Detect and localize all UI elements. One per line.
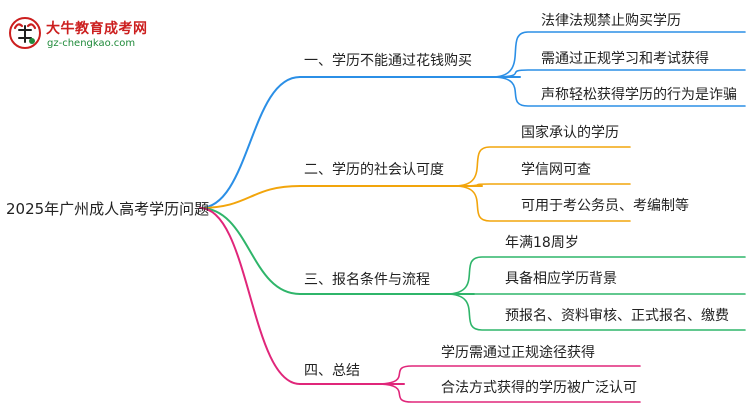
branch-1-leaf-3-line <box>491 76 746 107</box>
branch-1-leaf-1-line <box>491 31 746 78</box>
branch-1-curve <box>199 76 301 209</box>
branch-4-leaf-2: 合法方式获得的学历被广泛认可 <box>441 380 637 396</box>
branch-2-leaf-2-line <box>453 183 631 187</box>
branch-4-label: 四、总结 <box>304 363 360 379</box>
bull-logo-icon <box>9 17 41 49</box>
branch-2-leaf-3-line <box>453 185 631 222</box>
branch-3-leaf-2: 具备相应学历背景 <box>505 271 617 287</box>
logo-url: gz-chengkao.com <box>47 38 136 49</box>
branch-3-leaf-3-line <box>445 293 746 331</box>
branch-2-label: 二、学历的社会认可度 <box>304 162 444 178</box>
branch-1-leaf-2: 需通过正规学习和考试获得 <box>541 51 709 67</box>
branch-3-label: 三、报名条件与流程 <box>304 272 430 288</box>
branch-2-leaf-1-line <box>453 146 631 187</box>
branch-2-leaf-3: 可用于考公务员、考编制等 <box>521 198 689 214</box>
branch-1-leaf-1: 法律法规禁止购买学历 <box>541 13 681 29</box>
branch-1-leaf-3: 声称轻松获得学历的行为是诈骗 <box>541 87 737 103</box>
branch-4-leaf-1: 学历需通过正规途径获得 <box>441 345 595 361</box>
branch-2-leaf-1: 国家承认的学历 <box>521 125 619 141</box>
logo-title: 大牛教育成考网 <box>46 21 148 37</box>
branch-2-leaf-2: 学信网可查 <box>521 162 591 178</box>
branch-4-curve <box>199 207 301 385</box>
branch-1-leaf-2-line <box>491 69 746 78</box>
branch-4-leaf-2-line <box>375 383 641 403</box>
branch-1-label: 一、学历不能通过花钱购买 <box>304 53 472 69</box>
branch-3-leaf-1-line <box>445 256 746 295</box>
branch-3-curve <box>199 207 301 295</box>
branch-3-leaf-3: 预报名、资料审核、正式报名、缴费 <box>505 308 729 324</box>
root-topic: 2025年广州成人高考学历问题 <box>6 200 210 218</box>
branch-4-leaf-1-line <box>375 365 641 385</box>
branch-3-leaf-1: 年满18周岁 <box>505 235 579 251</box>
branch-2-curve <box>199 185 301 209</box>
site-logo: 大牛教育成考网 gz-chengkao.com <box>8 14 168 56</box>
